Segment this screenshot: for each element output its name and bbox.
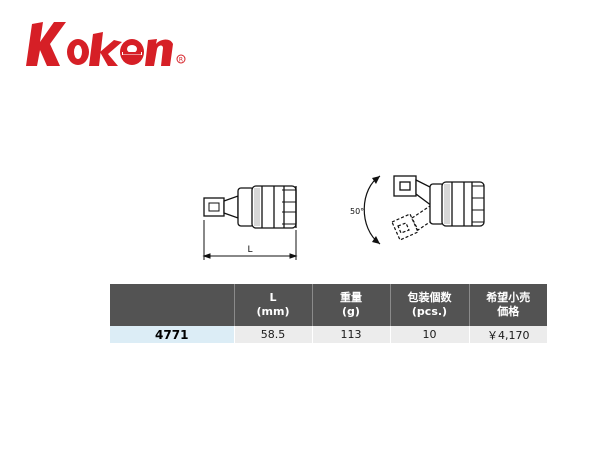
product-drawing-angled: 50° — [340, 162, 520, 262]
header-pack-qty: 包装個数 (pcs.) — [389, 284, 469, 326]
header-price-line2: 価格 — [497, 305, 520, 318]
header-length-line1: L — [269, 291, 277, 304]
product-drawing-straight: L — [186, 168, 326, 264]
header-weight-line2: (g) — [342, 305, 360, 318]
spec-table-header-row: L (mm) 重量 (g) 包装個数 (pcs.) 希望小売 価格 — [110, 284, 547, 326]
svg-text:R: R — [179, 57, 183, 64]
koken-logo-mark: R — [26, 22, 186, 66]
length-dimension-label: L — [247, 245, 252, 255]
header-price: 希望小売 価格 — [468, 284, 547, 326]
koken-logo: R — [26, 14, 190, 72]
header-price-line1: 希望小売 — [486, 291, 531, 304]
header-length: L (mm) — [233, 284, 312, 326]
header-code — [110, 284, 234, 326]
cell-price: ￥4,170 — [468, 326, 547, 343]
cell-length: 58.5 — [233, 326, 312, 343]
cell-code: 4771 — [110, 326, 234, 343]
header-pack-qty-line2: (pcs.) — [411, 305, 448, 318]
spec-table: L (mm) 重量 (g) 包装個数 (pcs.) 希望小売 価格 4771 5… — [110, 284, 547, 343]
header-weight: 重量 (g) — [311, 284, 390, 326]
table-row: 4771 58.5 113 10 ￥4,170 — [110, 326, 547, 343]
header-weight-line1: 重量 — [340, 291, 362, 304]
cell-weight: 113 — [311, 326, 390, 343]
cell-pack-qty: 10 — [389, 326, 469, 343]
header-length-line2: (mm) — [256, 305, 290, 318]
header-pack-qty-line1: 包装個数 — [407, 291, 452, 304]
swing-angle-label: 50° — [350, 207, 364, 216]
